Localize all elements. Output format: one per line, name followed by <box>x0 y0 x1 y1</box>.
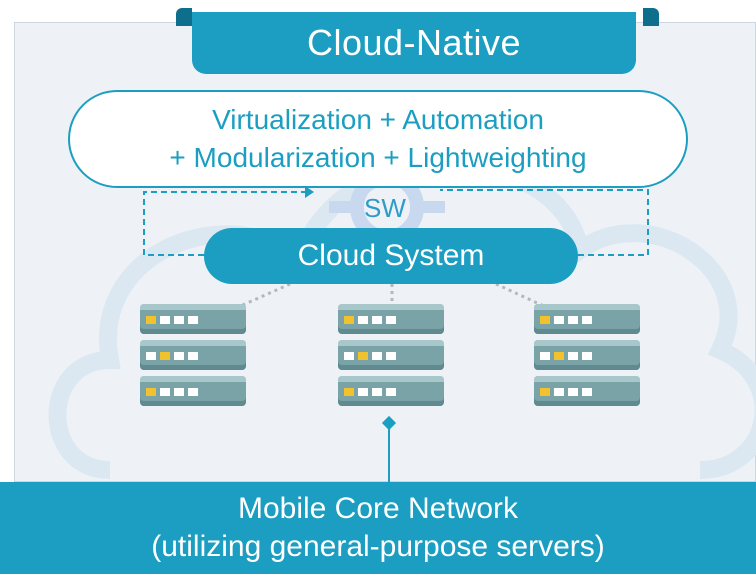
status-led <box>160 388 170 396</box>
title-tab-fold-left <box>176 8 192 26</box>
status-led <box>174 352 184 360</box>
status-led <box>582 388 592 396</box>
technologies-line-2: + Modularization + Lightweighting <box>169 142 587 173</box>
connector-right <box>495 282 549 310</box>
status-led <box>540 352 550 360</box>
server-unit <box>338 376 444 406</box>
status-led <box>146 352 156 360</box>
status-led <box>160 316 170 324</box>
status-led <box>146 388 156 396</box>
status-led <box>188 316 198 324</box>
server-unit <box>338 304 444 334</box>
server-unit <box>140 304 246 334</box>
connector-left <box>235 282 291 310</box>
diamond-icon <box>381 415 397 431</box>
status-led <box>160 352 170 360</box>
server-center <box>338 304 444 412</box>
status-led <box>372 352 382 360</box>
cloud-system-pill: Cloud System <box>204 228 578 284</box>
server-unit <box>534 340 640 370</box>
server-unit <box>534 304 640 334</box>
cloud-system-label: Cloud System <box>297 239 485 272</box>
technologies-box: Virtualization + Automation + Modulariza… <box>68 90 688 188</box>
status-led <box>174 316 184 324</box>
status-led <box>582 352 592 360</box>
server-left <box>140 304 246 412</box>
server-unit <box>338 340 444 370</box>
status-led <box>386 388 396 396</box>
arrow-left-icon <box>305 186 314 198</box>
server-unit <box>140 376 246 406</box>
status-led <box>386 352 396 360</box>
status-led <box>344 388 354 396</box>
network-line-1: Mobile Core Network <box>237 492 519 525</box>
status-led <box>372 388 382 396</box>
sw-label: SW <box>364 193 406 223</box>
status-led <box>146 316 156 324</box>
status-led <box>174 388 184 396</box>
status-led <box>568 316 578 324</box>
status-led <box>554 316 564 324</box>
status-led <box>568 352 578 360</box>
status-led <box>358 352 368 360</box>
page-title: Cloud-Native <box>306 22 522 63</box>
status-led <box>358 316 368 324</box>
title-tab-fold-right <box>643 8 659 26</box>
server-unit <box>140 340 246 370</box>
status-led <box>540 388 550 396</box>
status-led <box>554 388 564 396</box>
status-led <box>372 316 382 324</box>
status-led <box>188 352 198 360</box>
status-led <box>582 316 592 324</box>
status-led <box>554 352 564 360</box>
status-led <box>540 316 550 324</box>
status-led <box>344 352 354 360</box>
title-banner: Cloud-Native <box>192 12 636 74</box>
network-bar: Mobile Core Network (utilizing general-p… <box>0 482 756 574</box>
server-right <box>534 304 640 412</box>
feedback-line-right <box>440 189 649 256</box>
server-unit <box>534 376 640 406</box>
technologies-line-1: Virtualization + Automation <box>212 104 544 135</box>
status-led <box>358 388 368 396</box>
status-led <box>344 316 354 324</box>
feedback-line-left <box>143 191 305 256</box>
status-led <box>386 316 396 324</box>
status-led <box>188 388 198 396</box>
status-led <box>568 388 578 396</box>
network-line-2: (utilizing general-purpose servers) <box>151 530 605 563</box>
